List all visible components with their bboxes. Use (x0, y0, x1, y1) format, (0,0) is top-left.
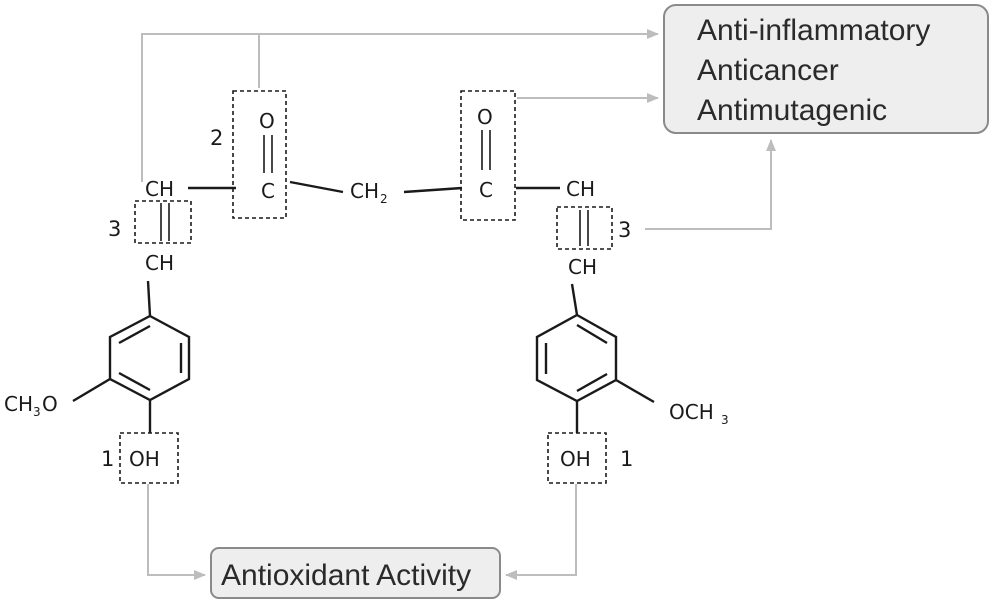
left-carbonyl-carbon: C (261, 179, 275, 203)
site-numbers: 2 3 3 1 1 (101, 126, 633, 471)
left-benzene-ring (72, 314, 191, 433)
activity-anti-inflammatory: Anti-inflammatory (697, 14, 930, 47)
right-carbonyl-oxygen: O (477, 105, 493, 129)
site-box-left-carbonyl (232, 90, 287, 219)
right-methoxy-subscript: 3 (721, 413, 729, 427)
left-methoxy-oxygen: O (42, 392, 58, 416)
activity-anticancer: Anticancer (697, 54, 839, 87)
site-boxes (119, 90, 613, 484)
bioactivity-box: Anti-inflammatory Anticancer Antimutagen… (663, 4, 989, 134)
site-box-left-hydroxyl (119, 432, 179, 484)
antioxidant-box: Antioxidant Activity (210, 547, 501, 599)
arrow-left-hydroxyl (147, 484, 206, 580)
left-methoxy-ch: CH (4, 392, 33, 416)
site-box-right-double-bond (556, 206, 613, 250)
arrow-left-double-bond (141, 29, 659, 182)
left-ch-top: CH (145, 177, 174, 201)
site-box-left-double-bond (134, 200, 192, 244)
site-number-1-right: 1 (620, 447, 633, 471)
right-benzene-ring (535, 313, 655, 433)
right-ch-bottom: CH (568, 255, 597, 279)
site-box-right-carbonyl (460, 90, 516, 221)
arrow-right-hydroxyl (505, 484, 577, 580)
antioxidant-activity-label: Antioxidant Activity (221, 559, 471, 592)
site-number-3-left: 3 (108, 217, 121, 241)
right-hydroxyl: OH (560, 447, 591, 471)
right-carbonyl-carbon: C (479, 178, 493, 202)
right-methoxy-och: OCH (669, 400, 714, 424)
activity-arrows (141, 29, 776, 580)
site-number-1-left: 1 (101, 447, 114, 471)
activity-antimutagenic: Antimutagenic (697, 94, 887, 127)
site-number-3-right: 3 (618, 218, 631, 242)
left-hydroxyl: OH (129, 447, 160, 471)
atom-labels: CH CH CH CH O C O C CH 2 CH 3 O OCH 3 OH… (4, 105, 729, 471)
left-carbonyl-oxygen: O (259, 109, 275, 133)
methylene-ch: CH (350, 179, 379, 203)
left-ch-bottom: CH (145, 251, 174, 275)
site-number-2: 2 (210, 126, 223, 150)
methylene-subscript: 2 (380, 192, 388, 206)
arrow-right-double-bond (645, 139, 776, 230)
left-methoxy-subscript: 3 (33, 405, 41, 419)
site-box-right-hydroxyl (547, 432, 607, 484)
chain-bonds (146, 130, 589, 317)
right-ch-top: CH (566, 177, 595, 201)
